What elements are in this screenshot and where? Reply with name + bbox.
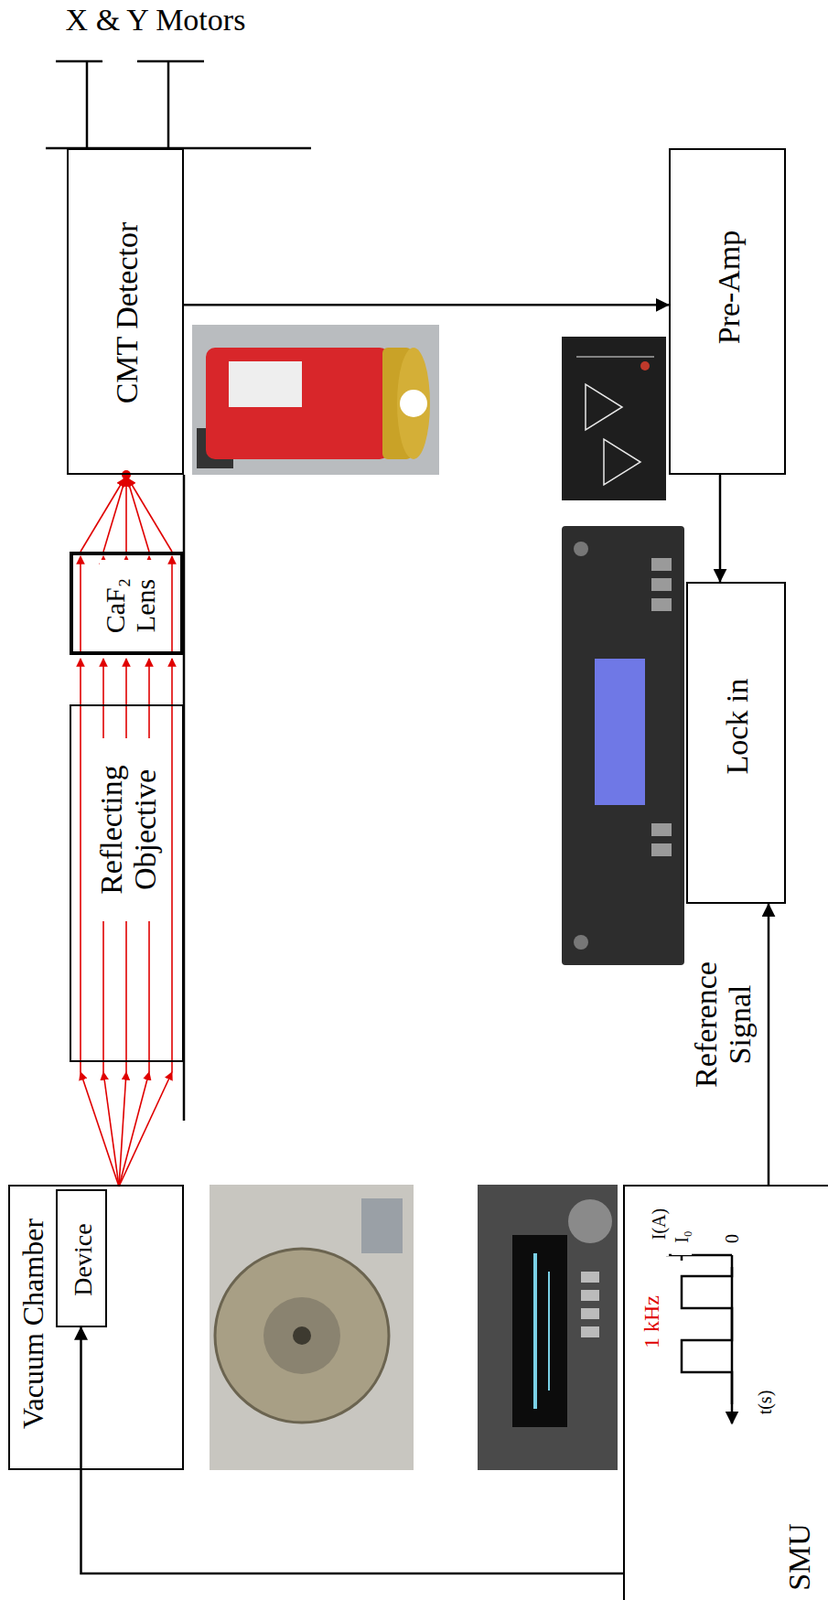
signal-connector — [767, 903, 771, 1185]
light-ray — [171, 658, 173, 1073]
motor-wire — [55, 60, 103, 64]
box-label: Reflecting Objective — [94, 738, 163, 922]
circuit-trace — [576, 355, 655, 357]
detector-box: CMT Detector — [66, 148, 184, 475]
preamp-body — [561, 336, 667, 501]
lockin-screen — [594, 658, 646, 806]
square-wave — [681, 1267, 732, 1405]
button — [651, 598, 672, 612]
light-ray — [103, 478, 126, 552]
light-ray — [103, 1072, 119, 1187]
screen-readout — [533, 1253, 538, 1409]
chamber-flange — [215, 1248, 389, 1423]
detector-window-ring — [397, 347, 431, 460]
box-label: SMU — [782, 1502, 817, 1600]
signal-connector — [81, 1327, 624, 1575]
axis-tick-label: 0 — [721, 1225, 742, 1253]
light-rays — [80, 470, 173, 1187]
box-label: CMT Detector — [109, 175, 144, 451]
button — [651, 578, 672, 592]
signal-label: Reference Signal — [688, 946, 758, 1103]
detector-sticker — [228, 361, 302, 408]
button — [651, 558, 672, 571]
motor-wire — [167, 61, 171, 149]
lockin-box: Lock in — [686, 581, 786, 904]
bnc-connector — [573, 541, 589, 557]
sample-mount — [292, 1326, 312, 1345]
axis-tick-label: I₀ — [671, 1218, 692, 1256]
lens-box: CaF₂ Lens — [69, 551, 184, 656]
light-ray — [118, 1072, 173, 1187]
smu-screen — [512, 1235, 568, 1428]
connector — [640, 361, 650, 371]
motor-wire — [137, 60, 205, 64]
device-box: Device — [55, 1189, 108, 1328]
light-ray — [80, 1072, 119, 1187]
detector-window — [399, 389, 428, 418]
key — [580, 1308, 600, 1320]
smu-knob — [568, 1199, 613, 1244]
lockin-photo — [561, 526, 685, 966]
box-label: Pre-Amp — [711, 150, 746, 425]
light-ray — [80, 478, 125, 552]
chamber-box: Vacuum Chamber Device — [8, 1184, 184, 1471]
smu-body — [477, 1184, 618, 1471]
box-label: Lock in — [720, 589, 754, 864]
motor-wires — [45, 61, 312, 1121]
button — [651, 823, 672, 837]
key — [580, 1271, 600, 1283]
light-ray — [79, 658, 82, 1073]
focal-spot — [121, 470, 131, 480]
light-ray — [171, 556, 173, 654]
axis-label: I(A) — [648, 1192, 669, 1257]
light-ray — [128, 478, 173, 552]
preamp-box: Pre-Amp — [668, 148, 786, 475]
motor-label: X & Y Motors — [18, 2, 293, 37]
motor-wire — [86, 61, 89, 149]
valve — [361, 1198, 403, 1254]
light-ray — [79, 556, 82, 654]
frequency-label: 1 kHz — [639, 1280, 664, 1364]
preamp-photo — [561, 336, 667, 501]
pulse-graph — [666, 1249, 732, 1424]
box-label: Device — [68, 1195, 97, 1324]
screen-readout — [548, 1271, 550, 1391]
key — [580, 1326, 600, 1338]
chamber-photo — [209, 1184, 414, 1471]
opamp-symbol — [585, 384, 641, 485]
detector-photo — [192, 324, 440, 475]
light-ray — [125, 478, 128, 552]
chamber-window — [263, 1297, 341, 1375]
box-label: Vacuum Chamber — [17, 1191, 50, 1457]
lockin-body — [561, 526, 685, 966]
axis-label: t(s) — [754, 1375, 775, 1431]
smu-photo — [477, 1184, 618, 1471]
signal-connector — [183, 303, 669, 307]
bnc-connector — [573, 935, 589, 950]
photo-ground — [192, 324, 440, 475]
key — [580, 1290, 600, 1302]
objective-box: Reflecting Objective — [69, 704, 184, 1063]
detector-body — [205, 347, 389, 460]
light-ray — [118, 1072, 150, 1187]
button — [651, 843, 672, 857]
photo-ground — [209, 1184, 414, 1471]
box-label: CaF₂ Lens — [99, 559, 161, 652]
signal-connector — [719, 474, 722, 582]
light-ray — [118, 1072, 127, 1187]
light-ray — [127, 478, 150, 552]
